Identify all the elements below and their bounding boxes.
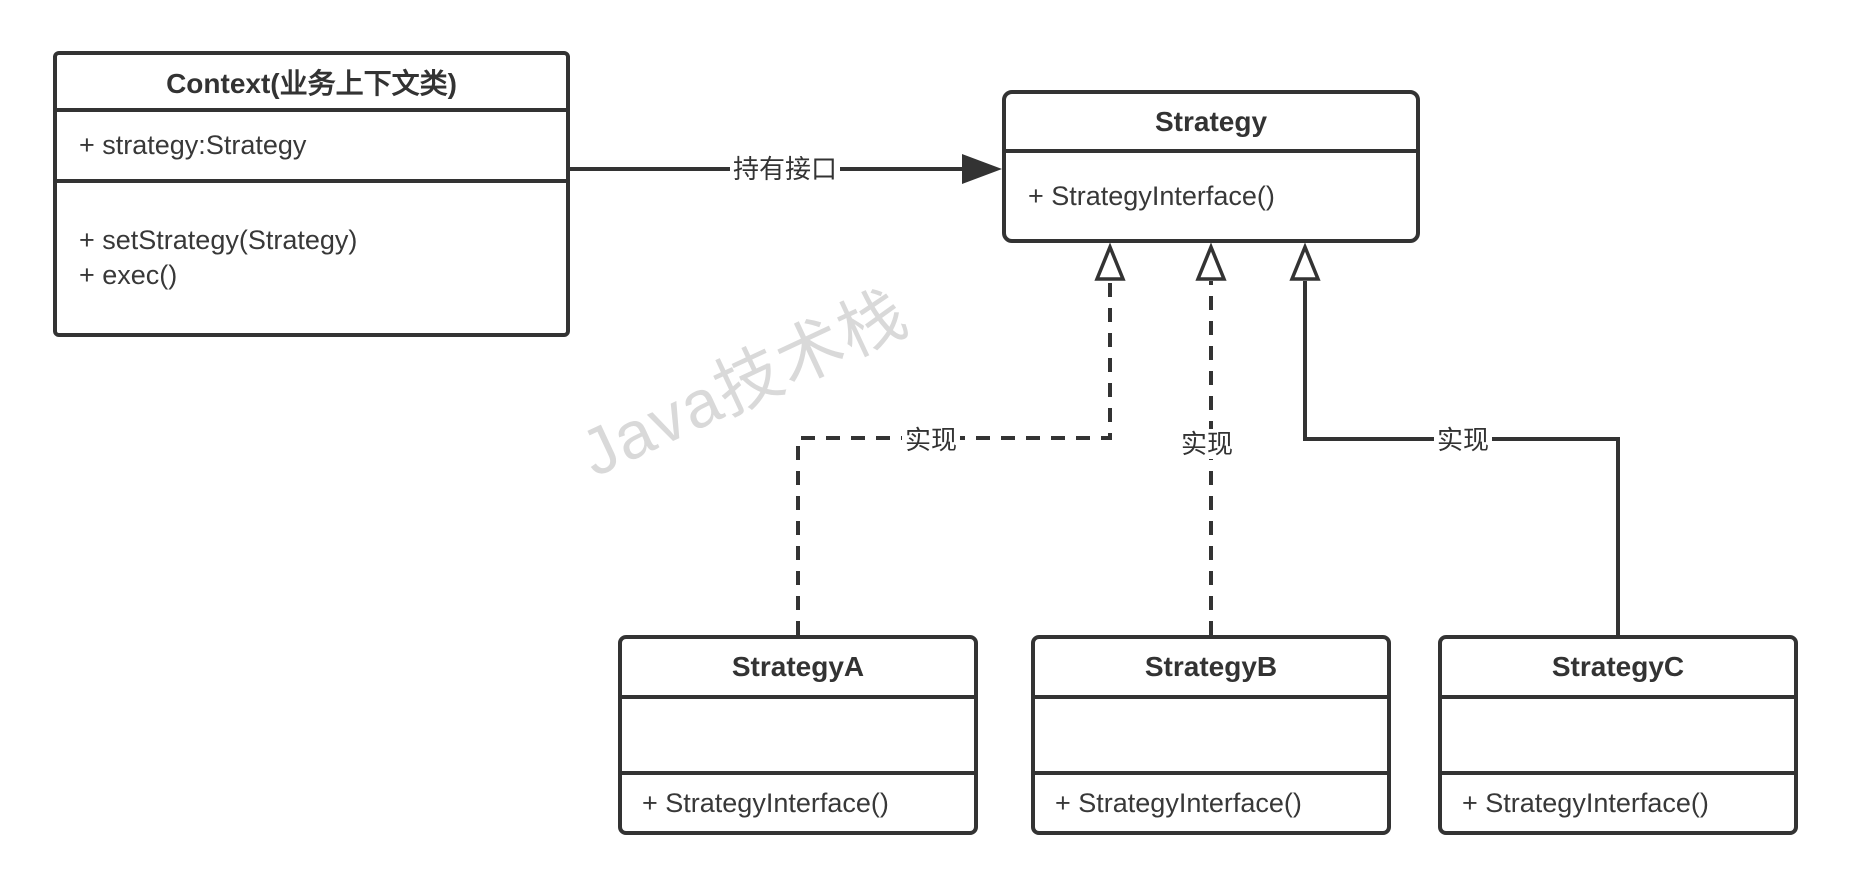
edge-label-realization-b: 实现 xyxy=(1177,429,1237,459)
edge-label-realization-c: 实现 xyxy=(1433,425,1493,455)
class-attributes-section-empty xyxy=(1442,699,1794,775)
class-methods-section: + setStrategy(Strategy) + exec() xyxy=(57,183,566,333)
class-attributes-section-empty xyxy=(1035,699,1387,775)
class-box-strategy-b: StrategyB + StrategyInterface() xyxy=(1031,635,1391,835)
class-method: + StrategyInterface() xyxy=(1462,787,1709,818)
class-box-strategy-c: StrategyC + StrategyInterface() xyxy=(1438,635,1798,835)
class-attribute: + strategy:Strategy xyxy=(79,130,307,160)
realization-arrowhead-c-icon xyxy=(1289,242,1321,281)
class-method: + setStrategy(Strategy) xyxy=(79,225,358,255)
class-method: + StrategyInterface() xyxy=(1028,180,1275,211)
class-methods-section: + StrategyInterface() xyxy=(1035,775,1387,831)
class-title-context: Context(业务上下文类) xyxy=(57,55,566,112)
class-box-strategy: Strategy + StrategyInterface() xyxy=(1002,90,1420,243)
class-attributes-section: + strategy:Strategy xyxy=(57,112,566,183)
class-title-strategy-a: StrategyA xyxy=(622,639,974,699)
class-box-context: Context(业务上下文类) + strategy:Strategy + se… xyxy=(53,51,570,337)
edge-label-association: 持有接口 xyxy=(729,154,841,184)
class-title-strategy: Strategy xyxy=(1006,94,1416,153)
realization-line-c xyxy=(1303,281,1620,635)
class-title-strategy-c: StrategyC xyxy=(1442,639,1794,699)
class-attributes-section-empty xyxy=(622,699,974,775)
realization-arrowhead-b-icon xyxy=(1195,242,1227,281)
class-method: + exec() xyxy=(79,260,178,290)
class-title-strategy-b: StrategyB xyxy=(1035,639,1387,699)
class-box-strategy-a: StrategyA + StrategyInterface() xyxy=(618,635,978,835)
class-method: + StrategyInterface() xyxy=(1055,787,1302,818)
realization-line-a xyxy=(796,281,1112,635)
association-arrowhead-icon xyxy=(962,154,1002,184)
class-methods-section: + StrategyInterface() xyxy=(1442,775,1794,831)
edge-label-realization-a: 实现 xyxy=(901,425,961,455)
class-method: + StrategyInterface() xyxy=(642,787,889,818)
class-methods-section: + StrategyInterface() xyxy=(1006,153,1416,239)
class-methods-section: + StrategyInterface() xyxy=(622,775,974,831)
realization-arrowhead-a-icon xyxy=(1094,242,1126,281)
